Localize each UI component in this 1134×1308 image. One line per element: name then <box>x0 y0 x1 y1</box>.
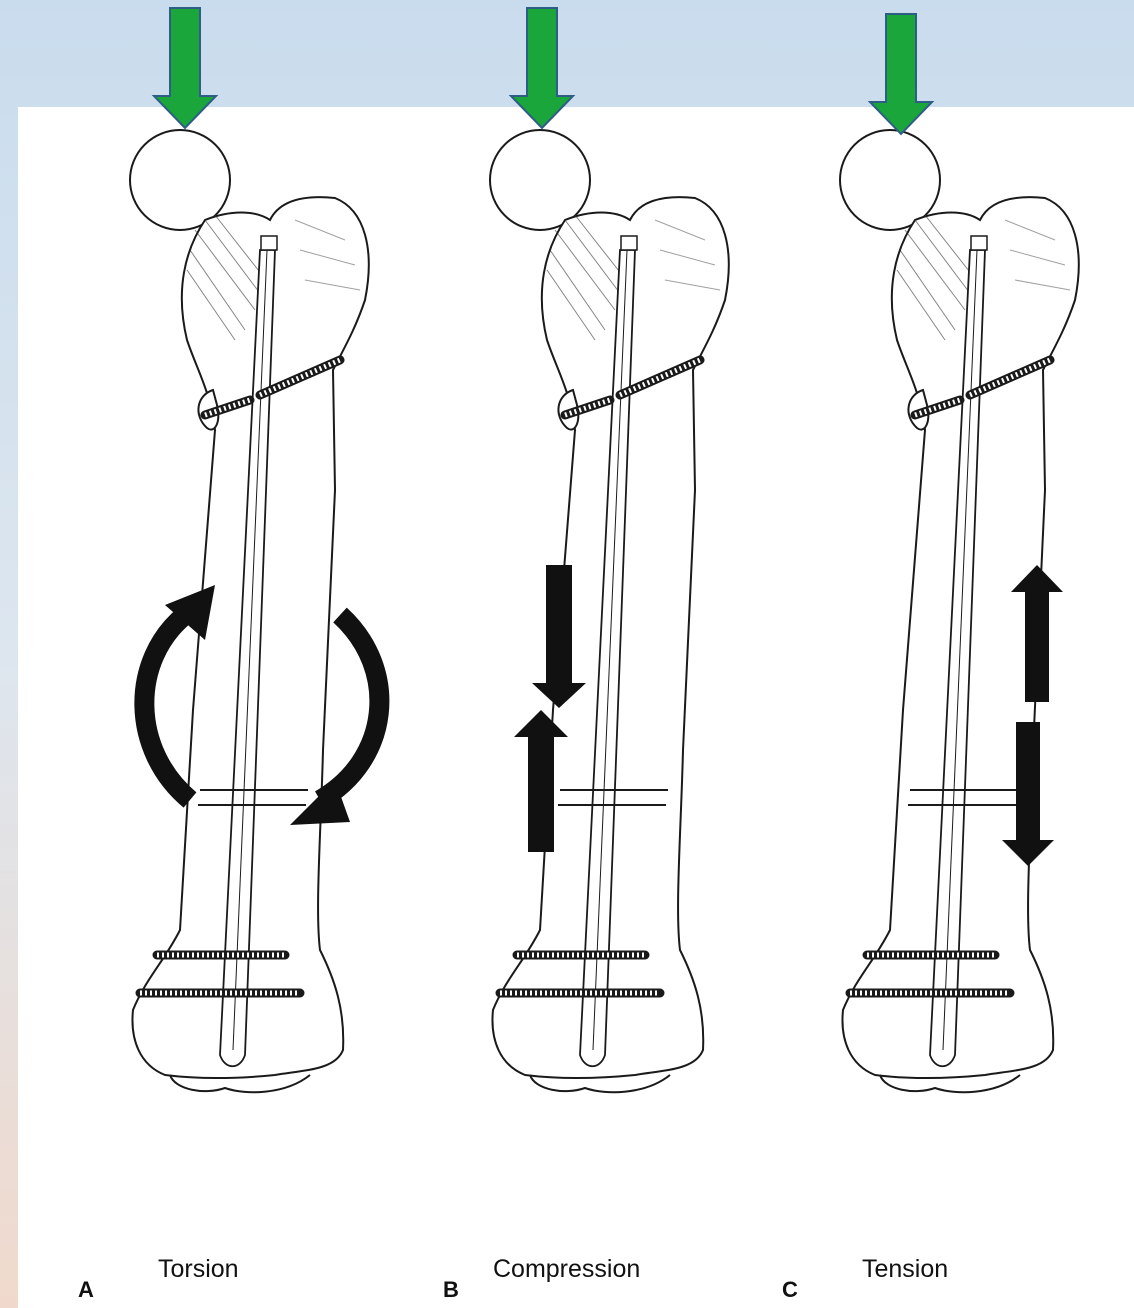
panel-letter-c: C <box>782 1277 798 1303</box>
panel-letter-b: B <box>443 1277 459 1303</box>
caption-torsion: Torsion <box>158 1255 239 1284</box>
caption-tension: Tension <box>862 1255 948 1284</box>
caption-compression: Compression <box>493 1255 640 1284</box>
panel-letter-a: A <box>78 1277 94 1303</box>
